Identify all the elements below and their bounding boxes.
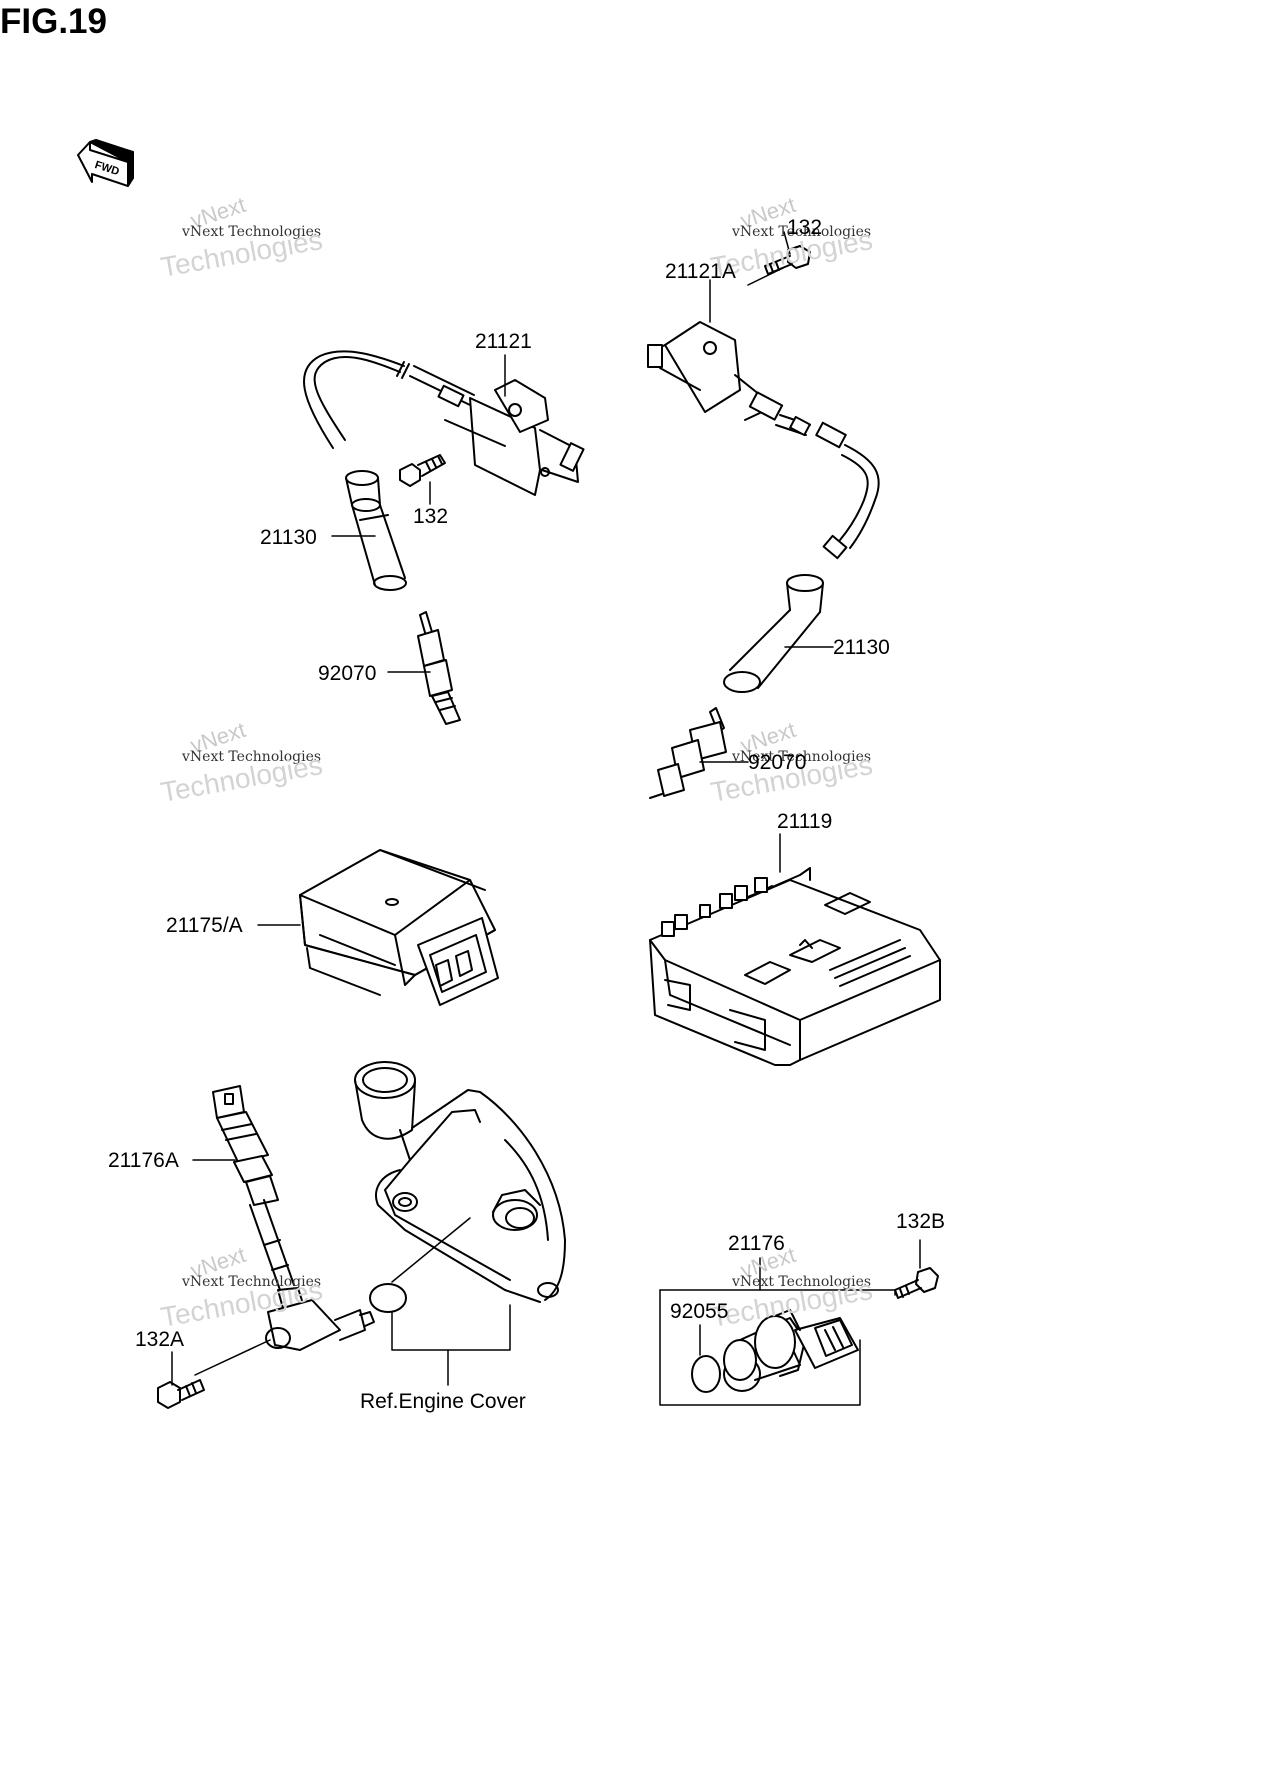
callout-21121: 21121 xyxy=(475,330,532,353)
module-21175a xyxy=(299,849,499,1006)
callout-21176a: 21176A xyxy=(108,1149,179,1172)
callout-92055: 92055 xyxy=(670,1300,729,1323)
plug-cap-21130-left xyxy=(345,470,407,591)
leader-lines xyxy=(171,231,921,1406)
engine-cover xyxy=(354,1061,566,1303)
fwd-arrow-icon: FWD xyxy=(77,139,134,187)
callout-132-right: 132 xyxy=(787,216,823,239)
bolt-132b xyxy=(894,1267,939,1299)
callout-ref-engine-cover: Ref.Engine Cover xyxy=(360,1390,526,1413)
sensor-21176 xyxy=(723,1309,859,1392)
plug-cap-21130-right xyxy=(723,574,824,693)
ecu-21119 xyxy=(649,867,941,1066)
callout-21175a: 21175/A xyxy=(166,914,243,937)
callout-92070-right: 92070 xyxy=(748,751,807,774)
bolt-132-left xyxy=(399,454,446,487)
callout-21130-right: 21130 xyxy=(833,636,890,659)
callout-21130-left: 21130 xyxy=(260,526,317,549)
callout-132a: 132A xyxy=(135,1328,185,1351)
o-ring-engine-cover xyxy=(369,1283,407,1313)
bolt-132a xyxy=(157,1379,205,1409)
callout-92070-left: 92070 xyxy=(318,662,377,685)
ignition-coil-left xyxy=(303,350,585,496)
o-ring-92055 xyxy=(691,1355,721,1393)
callout-21119: 21119 xyxy=(777,810,833,833)
callout-132-left: 132 xyxy=(413,505,449,528)
callout-132b: 132B xyxy=(896,1210,946,1233)
spark-plug-92070-right xyxy=(649,707,727,799)
callout-21121a: 21121A xyxy=(665,260,736,283)
sensor-21176a xyxy=(212,1085,375,1351)
bolt-132-right xyxy=(764,245,811,275)
ignition-coil-right xyxy=(647,321,880,560)
spark-plug-92070-left xyxy=(417,611,461,725)
callout-21176: 21176 xyxy=(728,1232,785,1255)
figure-title: FIG.19 xyxy=(0,2,107,41)
